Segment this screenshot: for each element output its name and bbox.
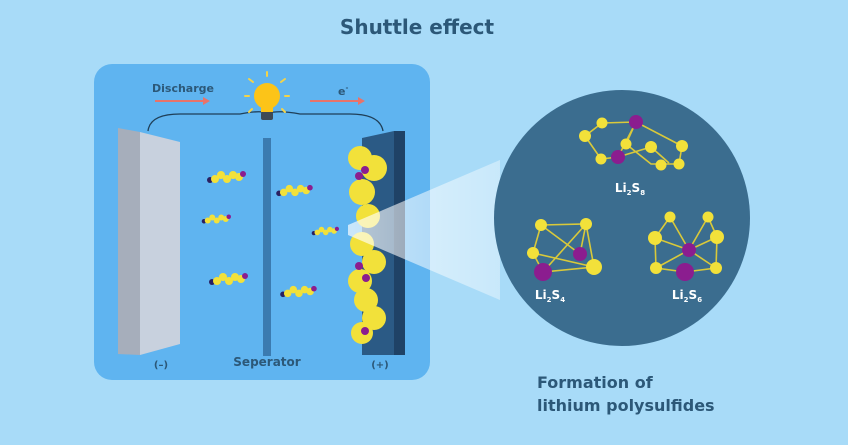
li2s4-label: Li2S4 (535, 288, 565, 304)
discharge-arrow (155, 97, 210, 105)
li2s6-label: Li2S6 (672, 288, 702, 304)
separator-label: Seperator (233, 355, 301, 369)
electron-label: e- (338, 84, 348, 98)
anode-electrode (118, 128, 180, 355)
page-title: Shuttle effect (340, 15, 495, 39)
light-bulb-icon (244, 71, 290, 120)
molecule-li2s8 (579, 115, 688, 171)
discharge-label: Discharge (152, 82, 214, 95)
zoom-circle (494, 90, 750, 346)
molecule-li2s6 (648, 211, 724, 281)
anode-label: (–) (154, 360, 168, 371)
electron-arrow (310, 97, 365, 105)
caption-line-2: lithium polysulfides (537, 396, 715, 415)
caption-line-1: Formation of (537, 373, 654, 392)
molecule-li2s4 (527, 218, 602, 281)
lithium-ions (355, 166, 370, 335)
sulfur-deposits (348, 146, 387, 344)
magnifier-beam (348, 160, 500, 300)
li2s8-label: Li2S8 (615, 181, 645, 197)
separator (263, 138, 271, 356)
cathode-label: (+) (371, 360, 389, 371)
